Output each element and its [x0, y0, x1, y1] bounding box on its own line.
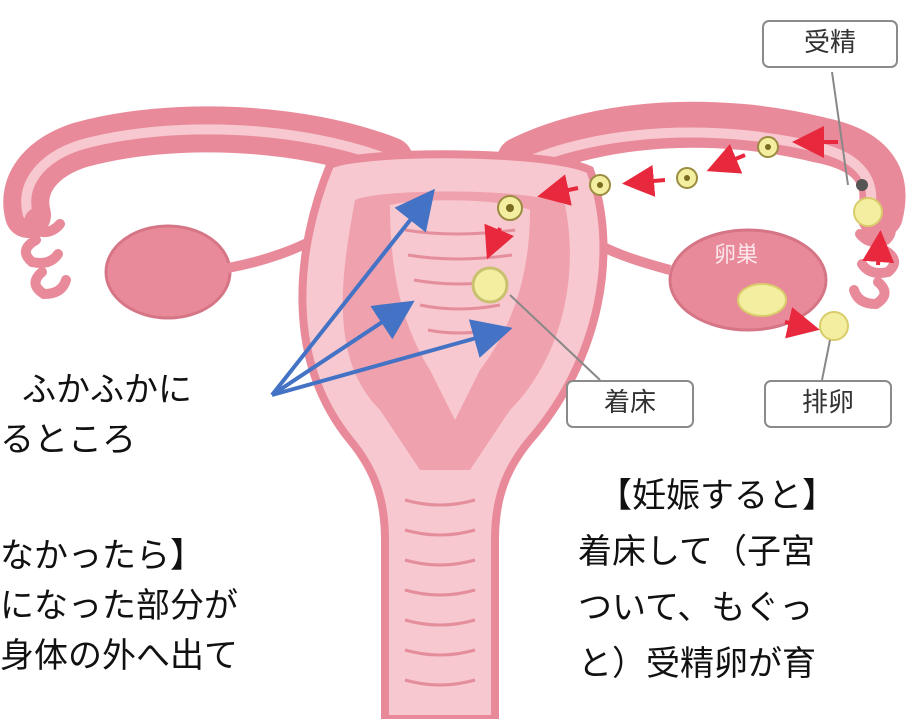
left-text-line-3: なかったら】 — [0, 536, 204, 576]
label-ovary: 卵巣 — [713, 243, 758, 268]
label-implantation: 着床 — [566, 380, 694, 428]
left-text-line-1: ふかふかに — [22, 370, 192, 410]
label-ovulation: 排卵 — [764, 380, 892, 428]
left-ovary — [104, 224, 232, 320]
label-fertilization: 受精 — [762, 20, 898, 68]
right-fallopian-tube — [497, 101, 906, 310]
right-text-line-1: 【妊娠すると】 — [598, 476, 836, 516]
right-text-line-2: 着床して（子宮 — [578, 532, 815, 572]
left-text-line-4: になった部分が — [0, 586, 238, 626]
blue-arrows — [270, 188, 513, 397]
vagina-ridges — [404, 498, 476, 687]
left-text-line-5: 身体の外へ出て — [0, 636, 238, 676]
left-fallopian-tube — [3, 106, 413, 300]
right-text-line-4: と）受精卵が育 — [578, 644, 816, 684]
follicle — [737, 283, 787, 317]
red-arrows — [484, 126, 895, 339]
leader-lines — [509, 71, 849, 381]
egg-path — [471, 136, 883, 341]
cropped-title-fragment — [0, 0, 14, 29]
right-ovary — [668, 228, 828, 332]
right-text-line-3: ついて、もぐっ — [578, 588, 814, 628]
left-text-line-2: るところ — [0, 420, 136, 460]
